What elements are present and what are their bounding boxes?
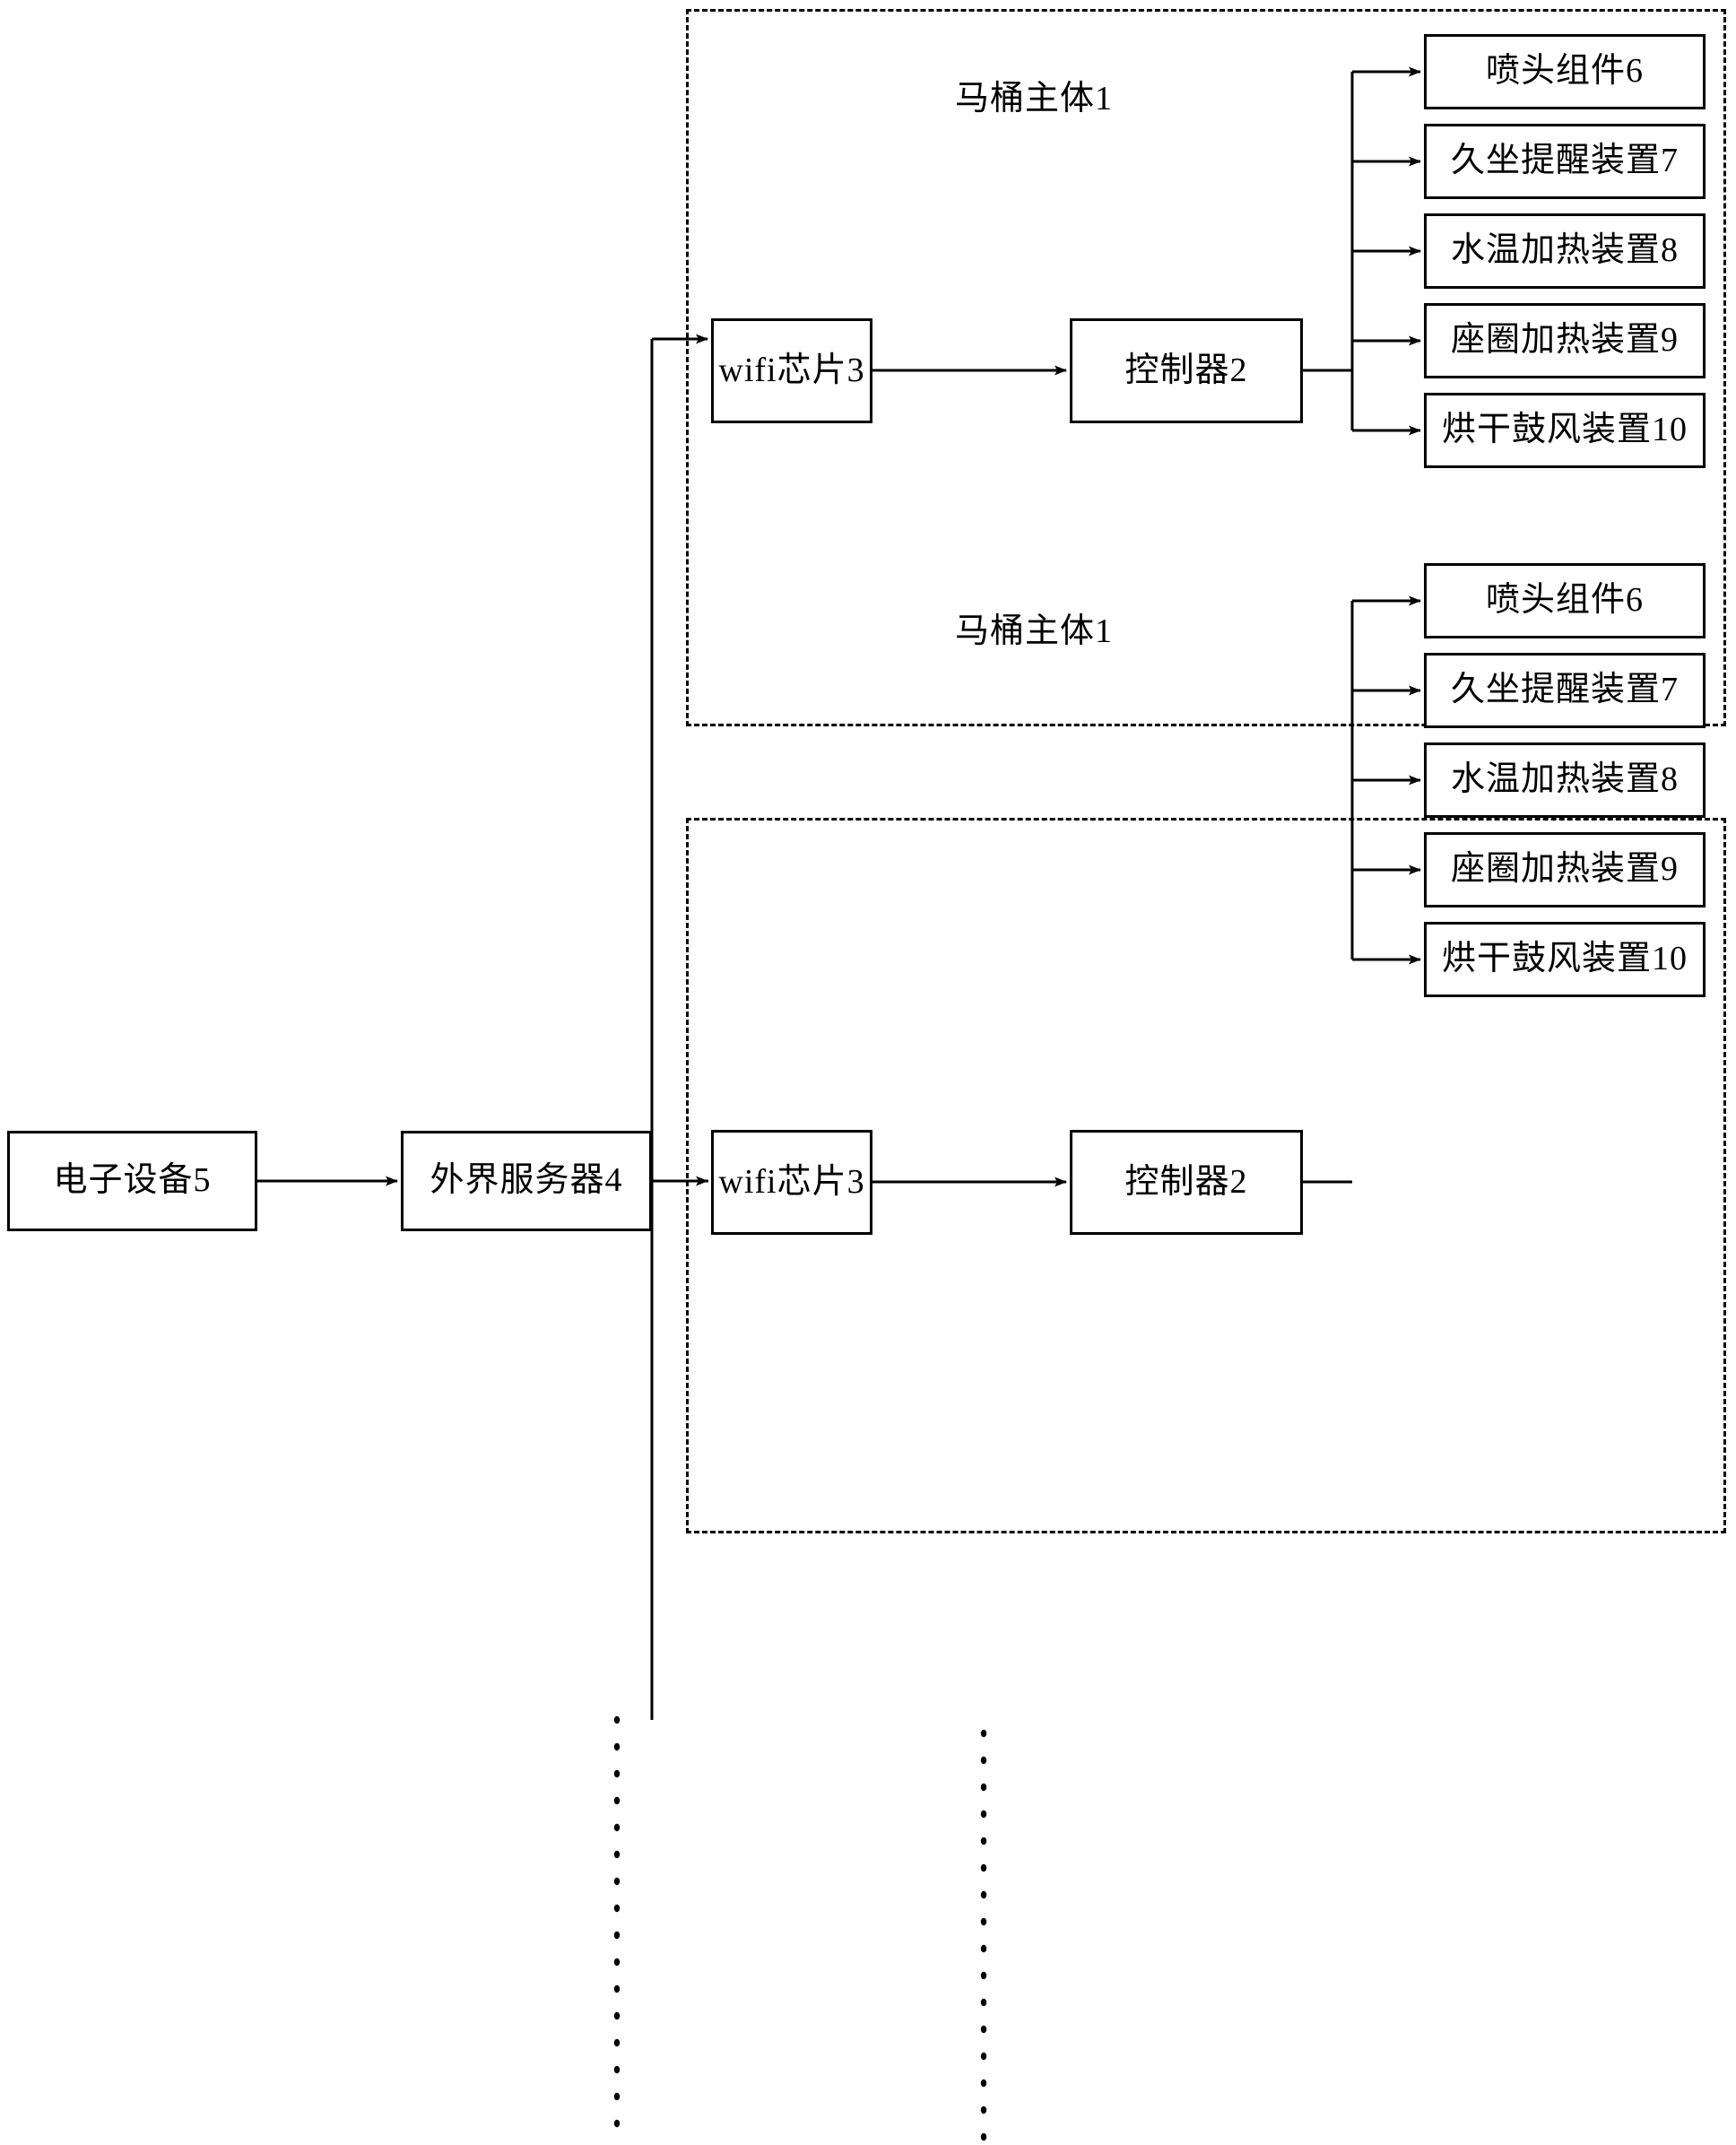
continuation-dot xyxy=(980,1890,987,1899)
group-label-toilet-body-2: 马桶主体1 xyxy=(955,612,1114,650)
node-wifi-chip-1[interactable]: wifi芯片3 xyxy=(711,318,872,423)
continuation-dot xyxy=(980,1863,987,1872)
continuation-dot xyxy=(613,1742,621,1751)
continuation-dot xyxy=(613,1984,621,1993)
node-controller-1[interactable]: 控制器2 xyxy=(1070,318,1303,423)
continuation-dot xyxy=(613,1850,621,1859)
continuation-dot xyxy=(980,1971,987,1980)
continuation-dot xyxy=(980,2106,987,2115)
continuation-dot xyxy=(613,1715,621,1724)
continuation-dot xyxy=(613,1769,621,1778)
continuation-dot xyxy=(980,1810,987,1819)
group-frame-toilet-body-2 xyxy=(686,818,1726,1533)
node-sitting-reminder-1[interactable]: 久坐提醒装置7 xyxy=(1424,124,1706,199)
node-dryer-blower-1[interactable]: 烘干鼓风装置10 xyxy=(1424,393,1706,468)
node-water-heater-2[interactable]: 水温加热装置8 xyxy=(1424,742,1706,818)
node-dryer-blower-2[interactable]: 烘干鼓风装置10 xyxy=(1424,922,1706,997)
continuation-dot xyxy=(980,1998,987,2007)
node-external-server[interactable]: 外界服务器4 xyxy=(401,1131,652,1231)
continuation-dot xyxy=(613,1904,621,1913)
continuation-dot xyxy=(980,1729,987,1738)
node-electronic-device[interactable]: 电子设备5 xyxy=(7,1131,257,1231)
continuation-dot xyxy=(980,1837,987,1845)
node-sitting-reminder-2[interactable]: 久坐提醒装置7 xyxy=(1424,653,1706,728)
node-nozzle-assembly-2[interactable]: 喷头组件6 xyxy=(1424,563,1706,638)
continuation-dot xyxy=(613,2119,621,2128)
continuation-dot xyxy=(980,1944,987,1953)
node-controller-2[interactable]: 控制器2 xyxy=(1070,1130,1303,1235)
continuation-dot xyxy=(980,1756,987,1765)
continuation-dot xyxy=(613,2011,621,2020)
node-nozzle-assembly-1[interactable]: 喷头组件6 xyxy=(1424,34,1706,109)
continuation-dot xyxy=(980,2079,987,2088)
continuation-dot xyxy=(613,1958,621,1967)
continuation-dot xyxy=(980,1783,987,1792)
continuation-dot xyxy=(980,2025,987,2034)
continuation-dot xyxy=(613,1796,621,1805)
continuation-dots xyxy=(613,1715,987,2141)
continuation-dot xyxy=(613,1823,621,1832)
continuation-dot xyxy=(613,2065,621,2074)
node-seat-heater-2[interactable]: 座圈加热装置9 xyxy=(1424,832,1706,908)
continuation-dot xyxy=(613,1931,621,1940)
continuation-dot xyxy=(980,1917,987,1926)
group-frame-toilet-body-1 xyxy=(686,9,1726,726)
node-water-heater-1[interactable]: 水温加热装置8 xyxy=(1424,213,1706,289)
group-label-toilet-body-1: 马桶主体1 xyxy=(955,80,1114,117)
node-wifi-chip-2[interactable]: wifi芯片3 xyxy=(711,1130,872,1235)
continuation-dot xyxy=(613,1877,621,1886)
continuation-dot xyxy=(980,2132,987,2141)
continuation-dot xyxy=(613,2092,621,2101)
continuation-dot xyxy=(980,2052,987,2061)
continuation-dot xyxy=(613,2038,621,2047)
node-seat-heater-1[interactable]: 座圈加热装置9 xyxy=(1424,303,1706,378)
